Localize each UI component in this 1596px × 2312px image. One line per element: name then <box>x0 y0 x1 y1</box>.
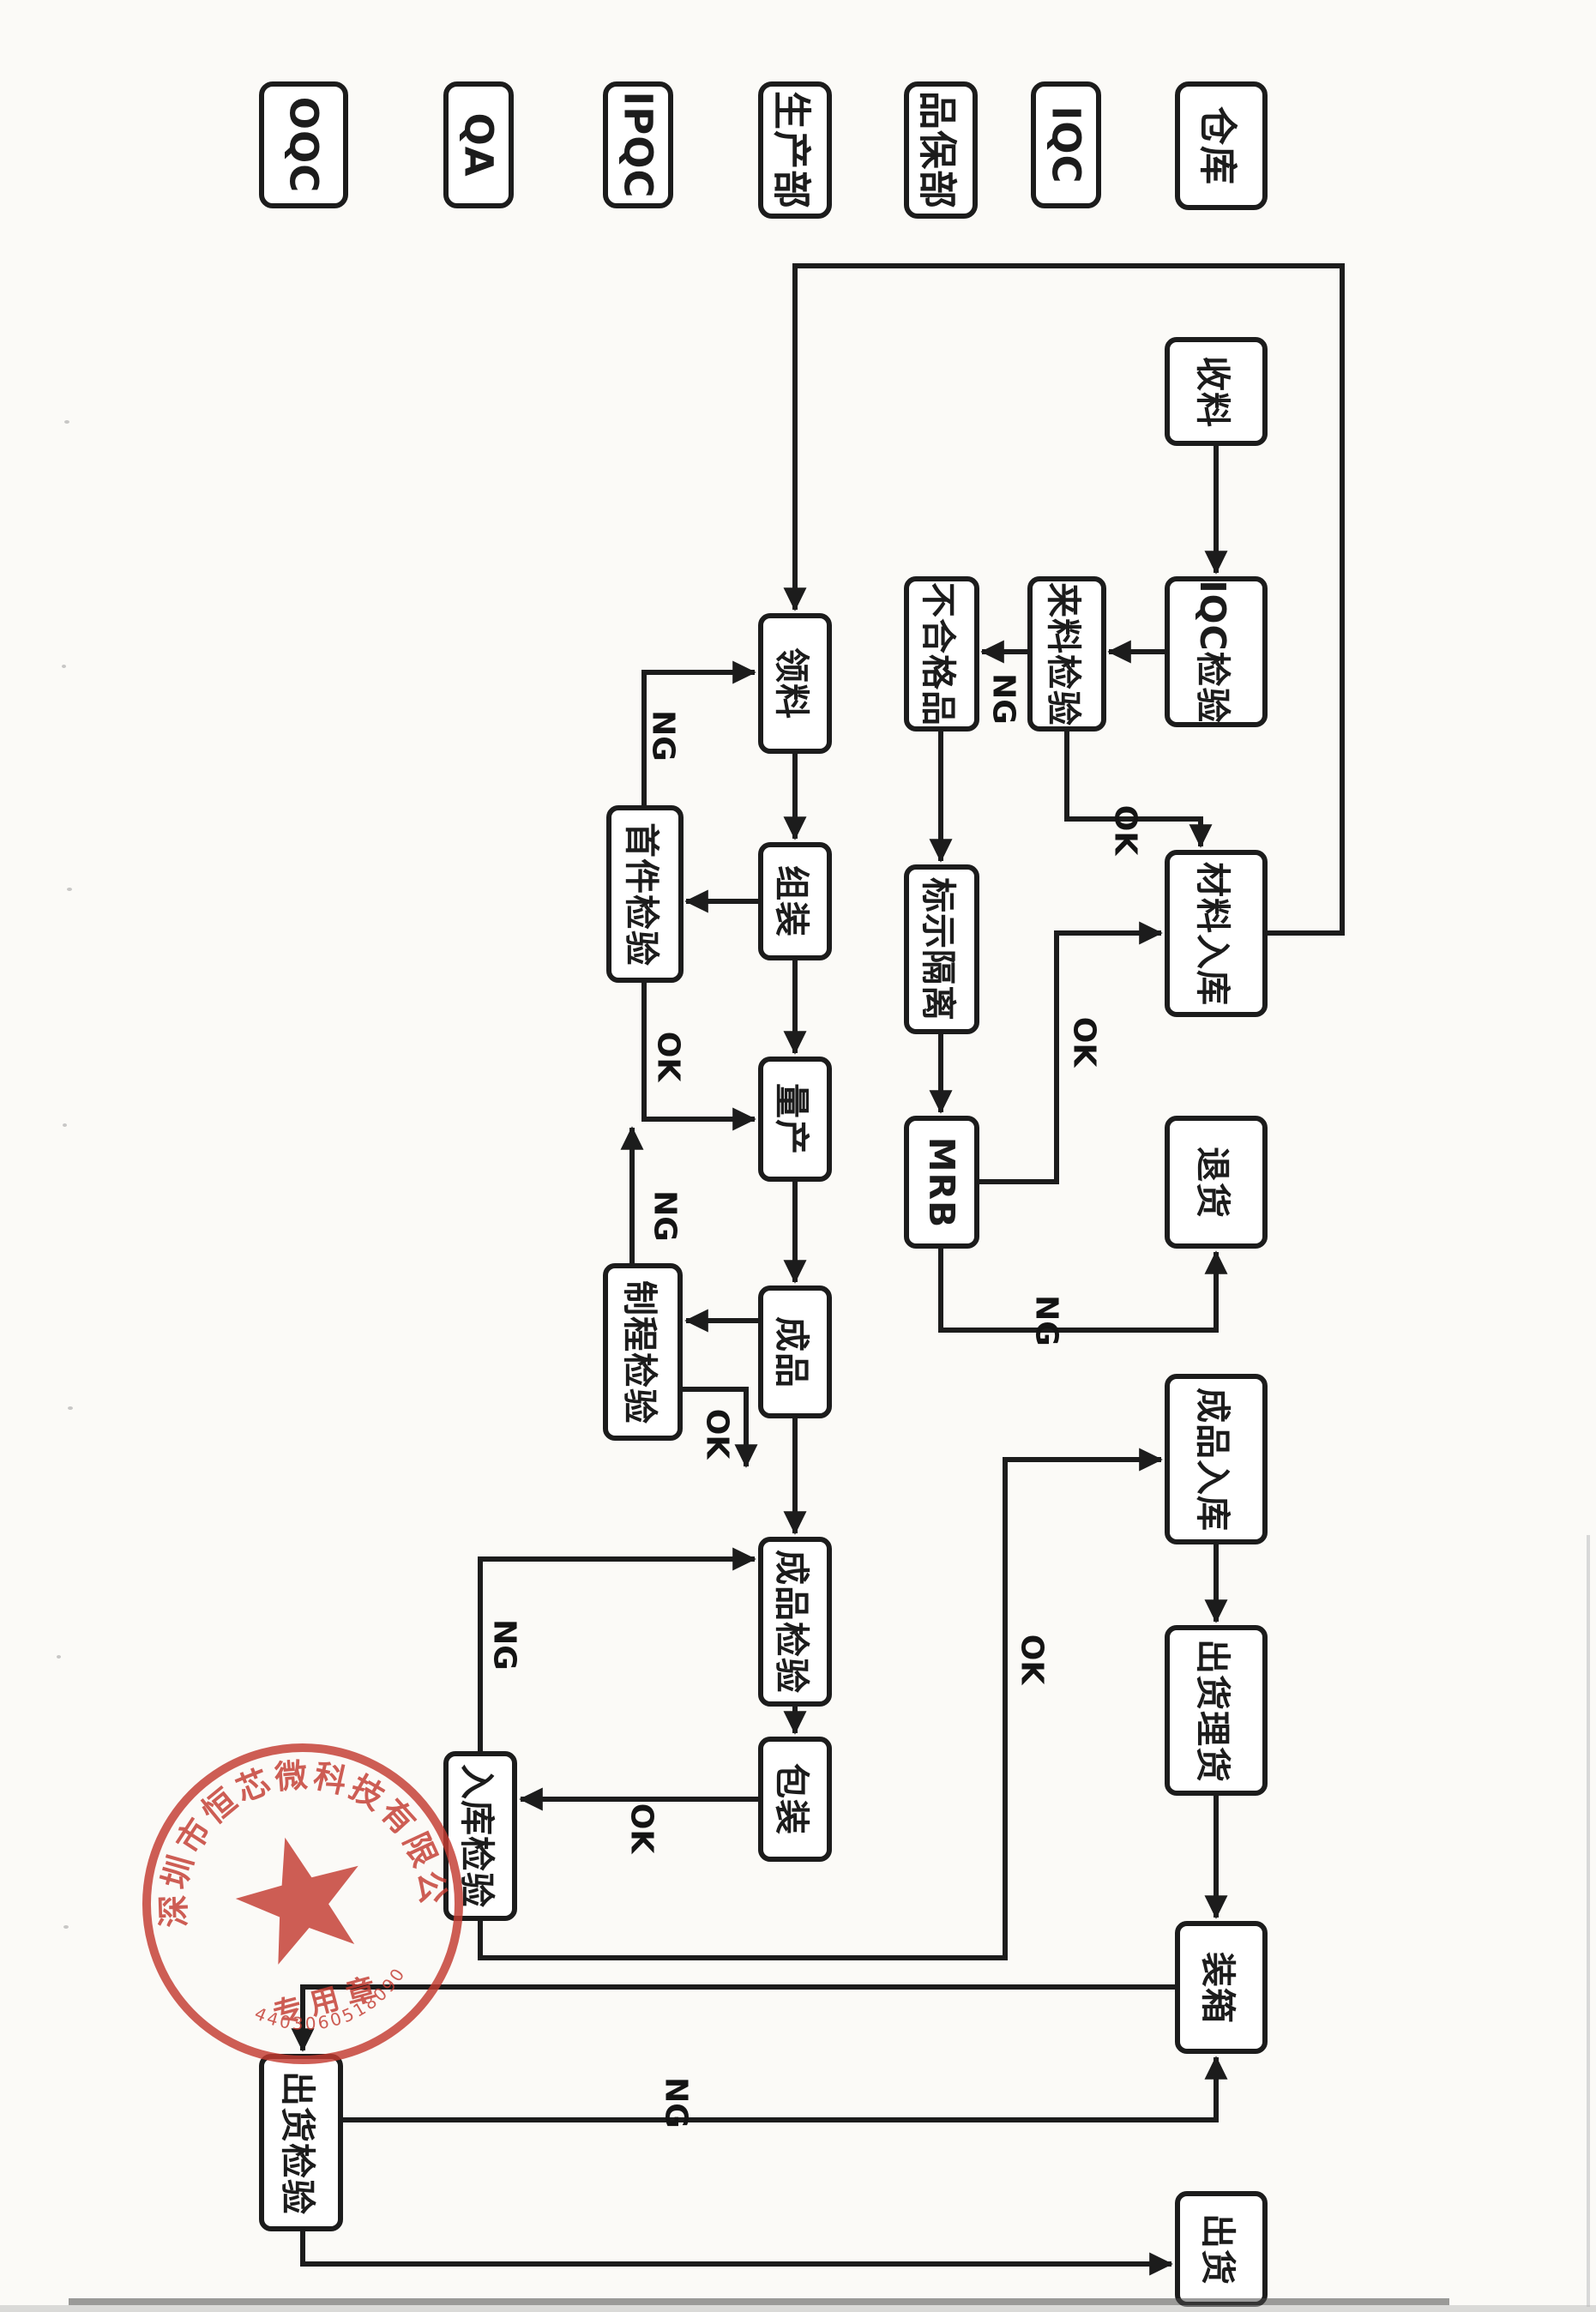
node-finished-goods-storage: 成品入库 <box>1165 1374 1268 1544</box>
node-shipping-tally: 出货理货 <box>1165 1625 1268 1796</box>
scan-right-edge-artifact <box>1587 1535 1590 2307</box>
scan-speck <box>63 1925 69 1929</box>
node-label: 量产 <box>771 1083 812 1155</box>
lane-header-quality: 品保部 <box>904 81 978 219</box>
node-label: 成品 <box>771 1316 812 1388</box>
node-pick-material: 领料 <box>758 613 832 754</box>
lane-header-qa: QA <box>443 81 514 208</box>
node-label: 成品入库 <box>1192 1387 1233 1532</box>
node-label: 包装 <box>771 1763 812 1835</box>
lane-label: OQC <box>280 96 327 194</box>
lane-label: 生产部 <box>768 90 815 210</box>
edge-first-article-ok-to-mass-production <box>641 983 756 1131</box>
node-iqc-inspection: IQC检验 <box>1165 576 1268 727</box>
node-receive: 收料 <box>1165 337 1268 446</box>
node-label: 制程检验 <box>618 1279 660 1424</box>
node-assembly: 组装 <box>758 842 832 960</box>
edge-first-article-ng-to-pick <box>641 660 756 805</box>
node-label: 组装 <box>771 865 812 937</box>
edge-label-ok-in-process: OK <box>699 1408 735 1460</box>
node-in-process-inspection: 制程检验 <box>603 1263 683 1441</box>
edge-outgoing-ng-to-boxing <box>343 2056 1228 2122</box>
node-incoming-inspection: 来料检验 <box>1027 576 1106 732</box>
edge-warehousing-ng-to-fp-inspection <box>478 1547 756 1751</box>
node-label: 标示隔离 <box>918 877 959 1021</box>
node-label: 出货理货 <box>1192 1638 1233 1783</box>
edge-label-ng-mrb: NG <box>1028 1295 1064 1346</box>
scan-speck <box>57 1655 61 1659</box>
edge-outgoing-to-shipping <box>300 2231 1173 2276</box>
node-mrb: MRB <box>904 1116 979 1249</box>
edge-label-ng-outgoing: NG <box>658 2077 694 2128</box>
node-label: 材料入库 <box>1192 861 1233 1006</box>
edge-label-ok-warehousing: OK <box>1014 1634 1050 1685</box>
edge-mrb-ng-to-return <box>938 1249 1228 1333</box>
lane-label: 品保部 <box>914 90 961 210</box>
node-label: MRB <box>921 1136 962 1228</box>
edge-boxing-to-outgoing-inspection <box>291 1984 1175 2052</box>
lane-header-production: 生产部 <box>758 81 832 219</box>
node-label: 领料 <box>771 647 812 719</box>
lane-header-iqc: IQC <box>1031 81 1101 208</box>
node-mark-isolate: 标示隔离 <box>904 864 979 1034</box>
scan-speck <box>68 1406 73 1410</box>
lane-header-oqc: OQC <box>259 81 348 208</box>
edge-label-ng-warehousing: NG <box>486 1619 522 1671</box>
node-first-article-inspection: 首件检验 <box>606 805 684 983</box>
node-material-storage: 材料入库 <box>1165 850 1268 1017</box>
scan-speck <box>64 420 69 424</box>
node-mass-production: 量产 <box>758 1057 832 1182</box>
node-outgoing-inspection: 出货检验 <box>259 2054 343 2231</box>
scan-speck <box>67 888 72 891</box>
edge-label-ok-packing: OK <box>623 1803 659 1854</box>
node-finished-product: 成品 <box>758 1285 832 1418</box>
lane-label: QA <box>455 112 502 178</box>
node-finished-product-inspection: 成品检验 <box>758 1537 832 1707</box>
node-label: 成品检验 <box>771 1550 812 1694</box>
node-label: 来料检验 <box>1043 581 1084 726</box>
scan-bottom-edge-shadow <box>69 2298 1449 2305</box>
node-label: 首件检验 <box>621 822 662 966</box>
lane-header-ipqc: IPQC <box>603 81 673 208</box>
edge-mrb-ok-to-material-storage <box>979 921 1163 1184</box>
node-packing: 包装 <box>758 1737 832 1862</box>
lane-label: IQC <box>1043 105 1089 184</box>
node-label: 出货检验 <box>277 2070 318 2215</box>
edge-label-ok-mrb: OK <box>1066 1016 1102 1068</box>
node-warehousing-inspection: 入库检验 <box>443 1751 517 1921</box>
node-return-goods: 退货 <box>1165 1116 1268 1249</box>
node-label: IQC检验 <box>1192 580 1233 724</box>
scan-speck <box>62 665 66 668</box>
edge-label-ng-in-process: NG <box>647 1190 683 1242</box>
edge-label-ng-first-article: NG <box>645 710 681 762</box>
node-label: 不合格品 <box>918 581 959 726</box>
edge-label-ok-first-article: OK <box>650 1031 686 1082</box>
scan-speck <box>63 1123 67 1127</box>
edge-warehousing-ok-to-fg-storage <box>478 1448 1163 1960</box>
lane-label: 仓库 <box>1195 105 1241 186</box>
lane-header-warehouse: 仓库 <box>1175 81 1268 210</box>
node-label: 装箱 <box>1197 1951 1238 2024</box>
node-label: 退货 <box>1192 1146 1233 1219</box>
node-label: 收料 <box>1192 355 1233 428</box>
edge-label-ng-incoming: NG <box>985 673 1021 725</box>
edge-in-process-ok-to-fp-inspection <box>683 1387 758 1468</box>
node-label: 出货 <box>1197 2213 1238 2285</box>
node-boxing: 装箱 <box>1175 1921 1268 2054</box>
edge-label-ok-incoming: OK <box>1107 804 1143 856</box>
scan-bottom-strip <box>0 2305 1596 2312</box>
node-nonconforming-product: 不合格品 <box>904 576 979 732</box>
edge-material-storage-to-pick <box>783 263 1345 936</box>
node-shipping: 出货 <box>1175 2191 1268 2307</box>
lane-label: IPQC <box>615 91 661 199</box>
node-label: 入库检验 <box>456 1764 497 1908</box>
edge-incoming-ok-to-material-storage <box>1064 732 1213 848</box>
